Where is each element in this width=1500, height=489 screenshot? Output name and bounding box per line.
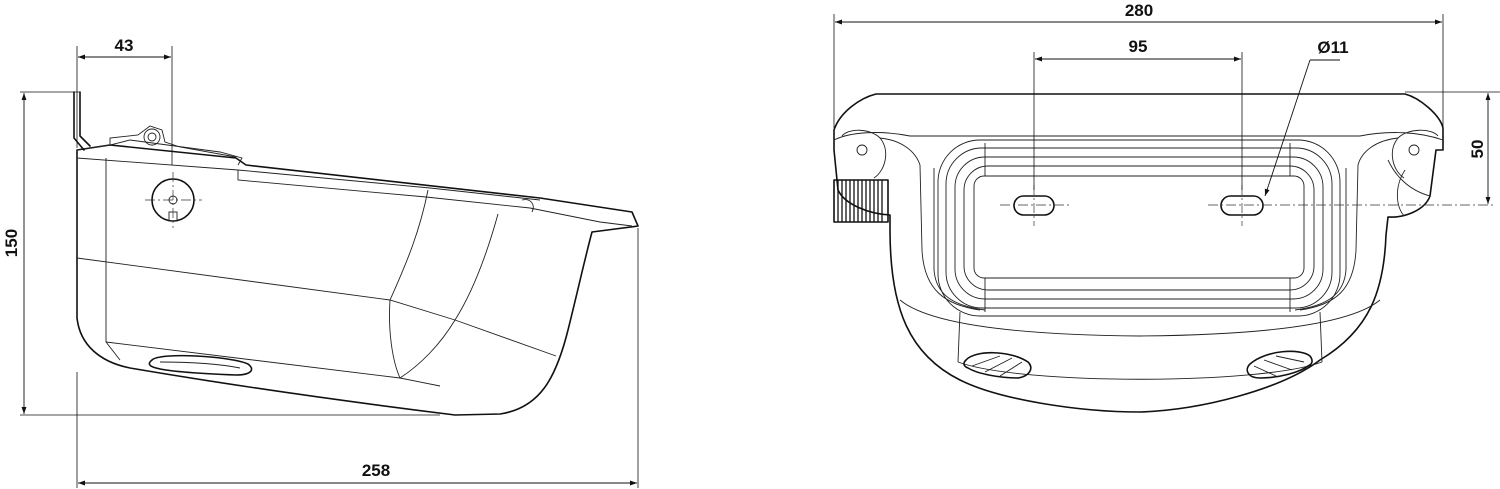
hinge-pin-inner (147, 132, 157, 142)
bowl-front-outline (833, 93, 1444, 413)
side-panel-curve-2 (399, 213, 499, 379)
rear-curve (105, 158, 121, 361)
dim-label-50: 50 (1468, 140, 1487, 159)
base-drain-left (963, 351, 1032, 379)
bracket-clip (109, 125, 237, 158)
drain-slot (148, 354, 253, 376)
side-panel-line-2 (105, 341, 441, 387)
front-rim-line (833, 132, 1444, 141)
basin-ring-2 (945, 147, 1333, 309)
dim-label-150: 150 (2, 229, 21, 257)
side-panel-line-1 (76, 257, 557, 357)
front-view: 280 95 Ø11 50 (833, 1, 1500, 413)
bottom-band (899, 299, 1381, 337)
dim-label-diameter: Ø11 (1317, 38, 1348, 57)
dim-leader-diameter (1264, 59, 1311, 197)
mounting-slot-right (1220, 195, 1264, 216)
basin-ring-4 (963, 165, 1315, 291)
upper-rim-line (76, 157, 541, 201)
dim-label-95: 95 (1129, 37, 1148, 56)
left-arm (879, 137, 981, 311)
basin-outer (937, 139, 1341, 317)
right-hook-hole (1408, 144, 1420, 156)
side-panel-curve-1 (389, 189, 429, 379)
rim-lip-line (237, 170, 633, 227)
left-hook-hole (856, 144, 868, 156)
bowl-side-outline (76, 144, 639, 416)
left-hook (841, 129, 887, 179)
dim-label-258: 258 (362, 461, 390, 480)
side-view: 43 150 258 (2, 36, 639, 488)
dim-label-43: 43 (115, 36, 134, 55)
thread-hatching (837, 180, 883, 222)
top-rim-line (76, 139, 243, 166)
threaded-inlet (833, 179, 889, 223)
basin-floor (973, 175, 1305, 279)
base-drain-right (1246, 350, 1313, 379)
mounting-slot-left (1013, 195, 1055, 216)
right-arm (1299, 137, 1399, 311)
mounting-bracket (73, 91, 91, 151)
hinge-pin-outer (143, 128, 161, 146)
dim-label-280: 280 (1125, 1, 1153, 20)
rim-clip (521, 199, 534, 213)
right-hook (1391, 129, 1439, 179)
basin-ring-3 (954, 156, 1324, 300)
